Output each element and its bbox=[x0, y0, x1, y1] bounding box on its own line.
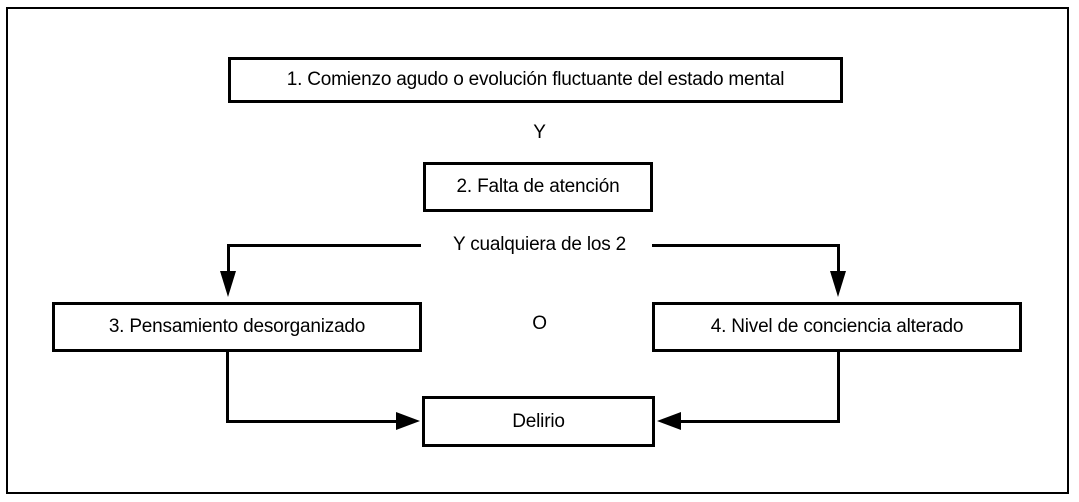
branch-drop-line-right bbox=[837, 244, 840, 274]
right-arrowhead-icon bbox=[396, 412, 420, 430]
left-arrowhead-icon bbox=[657, 412, 681, 430]
result-feed-line-right bbox=[678, 420, 840, 423]
result-drop-line-right bbox=[837, 352, 840, 423]
and-connector-label: Y bbox=[533, 122, 546, 143]
or-connector-label: O bbox=[532, 313, 547, 334]
criterion-1-box: 1. Comienzo agudo o evolución fluctuante… bbox=[228, 57, 843, 103]
branch-line-right bbox=[652, 244, 838, 247]
criterion-2-box: 2. Falta de atención bbox=[423, 162, 653, 212]
down-arrowhead-left-icon bbox=[220, 271, 236, 297]
criterion-4-box: 4. Nivel de conciencia alterado bbox=[652, 302, 1022, 352]
figure-border bbox=[6, 7, 1069, 494]
result-drop-line-left bbox=[226, 352, 229, 423]
criterion-3-box: 3. Pensamiento desorganizado bbox=[52, 302, 422, 352]
down-arrowhead-right-icon bbox=[830, 271, 846, 297]
result-feed-line-left bbox=[226, 420, 398, 423]
result-box: Delirio bbox=[422, 396, 655, 447]
branch-drop-line-left bbox=[227, 244, 230, 274]
branch-line-left bbox=[228, 244, 421, 247]
and-either-connector-label: Y cualquiera de los 2 bbox=[453, 234, 626, 255]
